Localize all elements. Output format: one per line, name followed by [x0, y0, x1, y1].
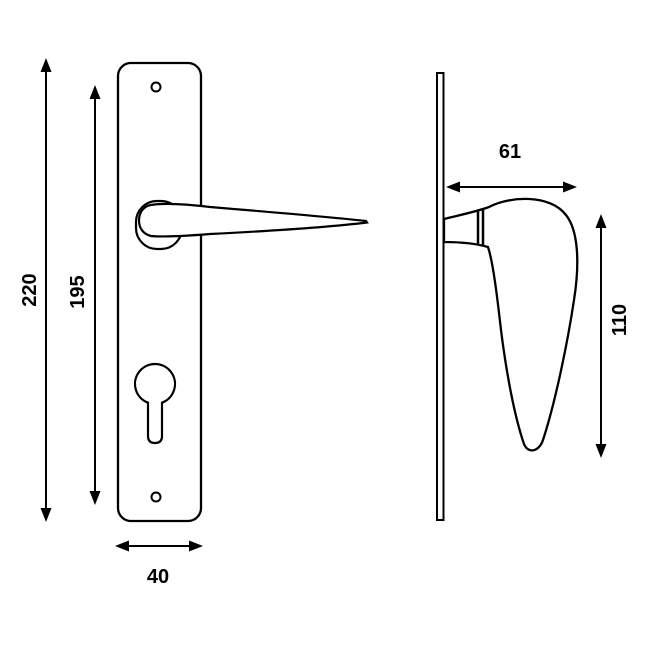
front-view: 220 195 40	[19, 58, 369, 588]
dim-label-overall-height: 220	[19, 273, 41, 306]
backplate-edge	[436, 72, 445, 521]
arrowhead-down-icon	[595, 444, 607, 458]
dim-lever-length: 110	[595, 214, 631, 458]
arrowhead-right-icon	[189, 540, 203, 552]
side-view: 61 110	[436, 72, 631, 521]
dim-plate-width: 40	[115, 540, 203, 588]
arrowhead-right-icon	[563, 181, 577, 193]
dim-overall-height: 220	[19, 58, 52, 522]
arrowhead-left-icon	[446, 181, 460, 193]
dim-screw-spacing: 195	[67, 85, 101, 505]
dim-label-plate-width: 40	[147, 566, 169, 588]
arrowhead-up-icon	[595, 214, 607, 228]
lever-handle	[137, 202, 369, 238]
arrowhead-up-icon	[40, 58, 52, 72]
dim-label-screw-spacing: 195	[67, 275, 89, 308]
arrowhead-up-icon	[89, 85, 101, 99]
dim-label-lever-length: 110	[609, 304, 631, 336]
screw-hole-bottom	[150, 491, 162, 503]
backplate	[116, 61, 203, 523]
arrowhead-down-icon	[40, 508, 52, 522]
dim-projection: 61	[446, 141, 577, 193]
arrowhead-left-icon	[115, 540, 129, 552]
handle-profile	[442, 197, 579, 452]
dim-label-projection: 61	[499, 141, 521, 163]
screw-hole-top	[150, 81, 162, 93]
arrowhead-down-icon	[89, 491, 101, 505]
euro-cylinder-cutout	[133, 362, 177, 445]
